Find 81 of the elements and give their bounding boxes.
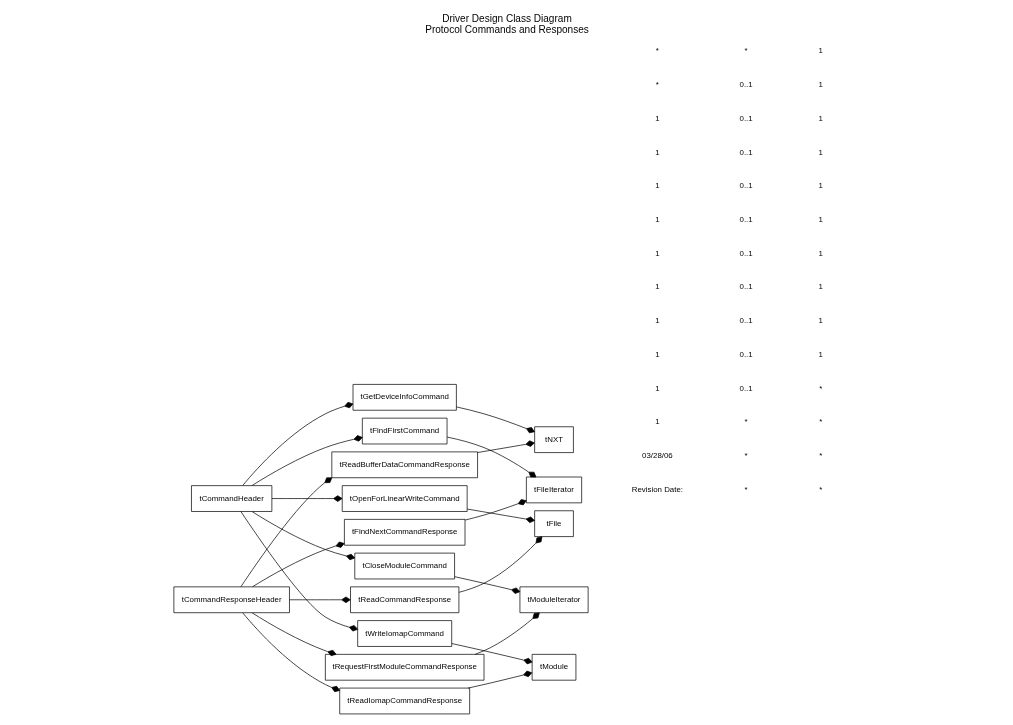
node-box: tModuleIterator [519,586,588,614]
connector [240,511,358,632]
node-box: tCommandHeader [190,485,272,512]
label: 1 [818,282,823,292]
label: 0..1 [739,248,753,258]
node-box: tGetDeviceInfoCommand [352,384,457,411]
node-box: tOpenForLinearWriteCommand [341,485,467,512]
label: Revision Date: [631,484,683,494]
connector [453,576,520,594]
connector [466,508,535,523]
node-box: tFileIterator [525,476,582,504]
label: 1 [654,248,660,258]
label: 1 [654,383,660,393]
node-box: tModule [531,654,576,681]
label: 0..1 [739,215,753,224]
node-box: tFindNextCommandResponse [343,519,465,546]
label: * [744,417,748,427]
connector [240,477,332,588]
label: * [655,80,659,90]
diagram-title: Driver Design Class Diagram [441,12,572,24]
label: 1 [818,248,823,258]
node-box: tFindFirstCommand [361,417,447,445]
connector [288,596,351,603]
label: 1 [818,46,823,56]
label: 1 [818,80,823,90]
label: 0..1 [739,113,753,123]
node-box: tReadCommandResponse [349,586,459,614]
connector [251,511,355,561]
label: 1 [654,282,660,292]
caption: Protocol Commands and Responses [424,23,589,35]
label: 0..1 [739,282,753,292]
label: * [744,451,748,461]
label: 0..1 [739,181,753,191]
connector [251,541,345,588]
label: 1 [654,147,660,157]
node-box: tRequestFirstModuleCommandResponse [324,654,484,681]
label: * [818,484,822,494]
label: 1 [818,349,823,359]
label: * [744,46,748,56]
label: 1 [654,417,660,427]
connector [455,406,535,434]
connector [242,612,340,692]
connector [474,612,540,655]
connector [467,670,532,689]
label: 0..1 [739,383,753,393]
label: 0..1 [739,80,753,90]
node-box: tCommandResponseHeader [173,586,290,614]
connector [242,401,353,486]
label: * [818,383,822,393]
label: 0..1 [739,349,753,359]
label: 1 [818,147,823,157]
connector [251,612,336,657]
label: 1 [654,349,660,359]
node-box: tWriteIomapCommand [356,620,452,647]
label: 0..1 [739,316,753,326]
label: 1 [818,316,823,326]
label: 1 [654,215,660,224]
node-box: tFile [533,510,574,537]
label: * [818,451,822,461]
connector [251,435,363,486]
label: 03/28/06 [641,451,673,461]
label: 1 [654,113,660,123]
connector [450,643,532,665]
label: 1 [654,181,660,191]
label: 1 [818,181,823,191]
node-box: tNXT [533,426,574,453]
connector [458,536,542,593]
label: 1 [818,113,823,123]
node-box: tReadIomapCommandResponse [338,687,470,715]
connector [476,440,535,453]
connector [464,499,527,521]
connector [271,495,342,502]
label: * [744,484,748,494]
connector [446,436,536,478]
label: 1 [654,316,660,326]
label: * [655,46,659,56]
node-box: tCloseModuleCommand [353,552,455,580]
label: 0..1 [739,147,753,157]
label: * [818,417,822,427]
label: 1 [818,215,823,224]
node-box: tReadBufferDataCommandResponse [330,451,478,479]
